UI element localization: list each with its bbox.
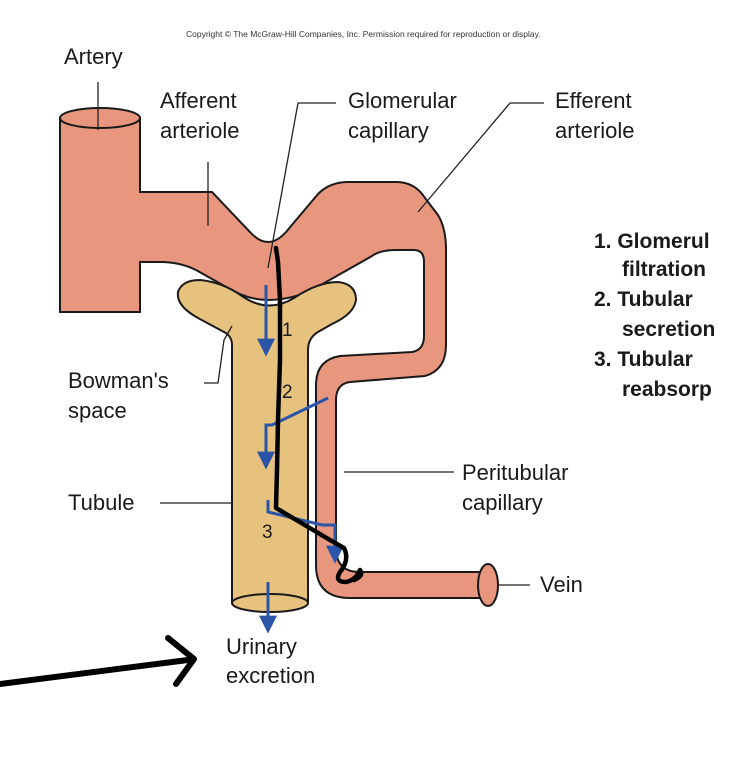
process-2-line2: secretion bbox=[622, 318, 715, 341]
label-afferent-1: Afferent bbox=[160, 88, 237, 113]
process-1-line2: filtration bbox=[622, 258, 706, 281]
label-glomerular-2: capillary bbox=[348, 118, 429, 143]
efferent-leader bbox=[417, 102, 544, 213]
process-2-line1: 2. Tubular bbox=[594, 288, 693, 311]
label-peritubular-2: capillary bbox=[462, 490, 543, 515]
hand-drawn-arrow-shaft bbox=[0, 657, 191, 687]
artery-afferent-vessel bbox=[59, 117, 489, 599]
marker-3: 3 bbox=[262, 522, 273, 543]
tubule-opening bbox=[231, 593, 309, 613]
vein-opening bbox=[477, 563, 499, 607]
label-urinary-2: excretion bbox=[226, 663, 315, 688]
hand-drawn-pathway bbox=[273, 245, 364, 585]
label-bowmans-1: Bowman's bbox=[68, 368, 169, 393]
reabsorption-arrow bbox=[266, 500, 344, 564]
process-3-line1: 3. Tubular bbox=[594, 348, 693, 371]
label-urinary-1: Urinary bbox=[226, 634, 297, 659]
marker-1: 1 bbox=[282, 320, 293, 341]
label-peritubular-1: Peritubular bbox=[462, 460, 568, 485]
label-bowmans-2: space bbox=[68, 398, 127, 423]
artery-opening bbox=[59, 107, 141, 129]
copyright-notice: Copyright © The McGraw-Hill Companies, I… bbox=[186, 29, 541, 39]
label-efferent-1: Efferent bbox=[555, 88, 632, 113]
label-artery: Artery bbox=[64, 44, 123, 69]
label-tubule: Tubule bbox=[68, 490, 134, 515]
label-efferent-2: arteriole bbox=[555, 118, 634, 143]
hand-drawn-arrow-head bbox=[165, 635, 197, 687]
marker-2: 2 bbox=[282, 382, 293, 403]
label-afferent-2: arteriole bbox=[160, 118, 239, 143]
process-3-line2: reabsorp bbox=[622, 378, 712, 401]
bowmans-leader bbox=[204, 325, 233, 384]
glomerular-leader bbox=[267, 102, 336, 269]
label-glomerular-1: Glomerular bbox=[348, 88, 457, 113]
label-vein: Vein bbox=[540, 572, 583, 597]
secretion-arrow bbox=[257, 396, 329, 470]
process-1-line1: 1. Glomerul bbox=[594, 230, 710, 253]
